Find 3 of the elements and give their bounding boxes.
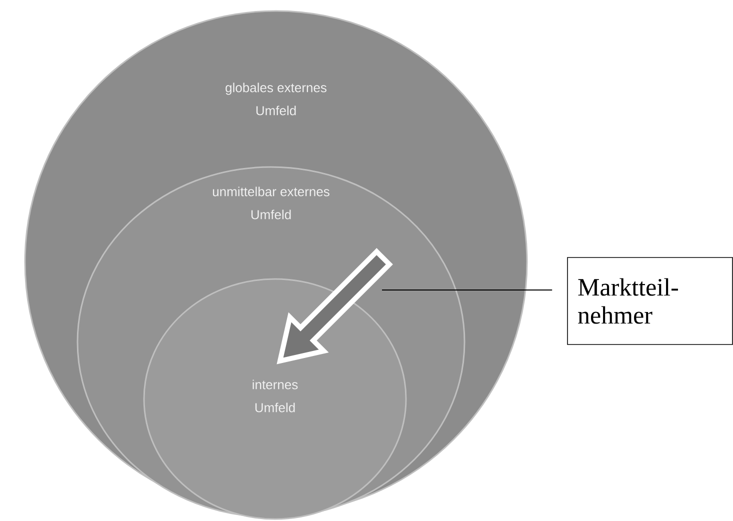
leader-line [382,289,553,290]
circle-region: internes Umfeld [143,278,407,520]
text-box: Marktteil- nehmer [567,257,733,345]
